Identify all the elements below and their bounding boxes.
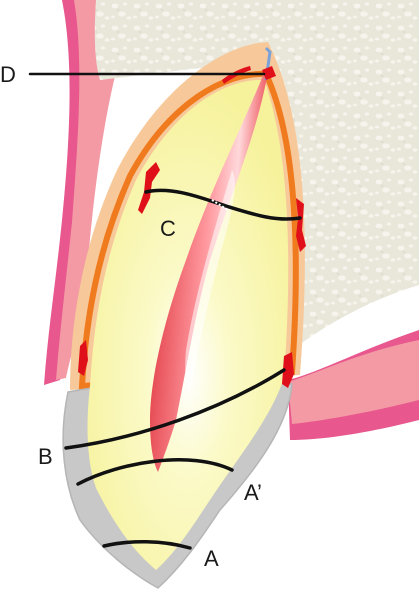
label-b: B [38,444,53,469]
label-d: D [0,62,16,87]
pulp-highlight [185,170,235,392]
section-line-a [102,540,192,550]
label-a: A [204,546,219,571]
section-line-c-dotted [211,199,229,211]
label-a-prime: A’ [244,480,262,505]
section-lines [28,72,302,550]
gingiva-right-inner [288,340,419,424]
lamina-dura [78,70,299,390]
section-line-b [64,368,286,450]
section-line-c [144,188,302,221]
label-c: C [160,216,176,241]
section-line-a-prime [76,458,234,486]
gingiva-inner [56,0,128,380]
alveolar-bone [94,0,419,350]
pulp-canal [150,58,270,472]
